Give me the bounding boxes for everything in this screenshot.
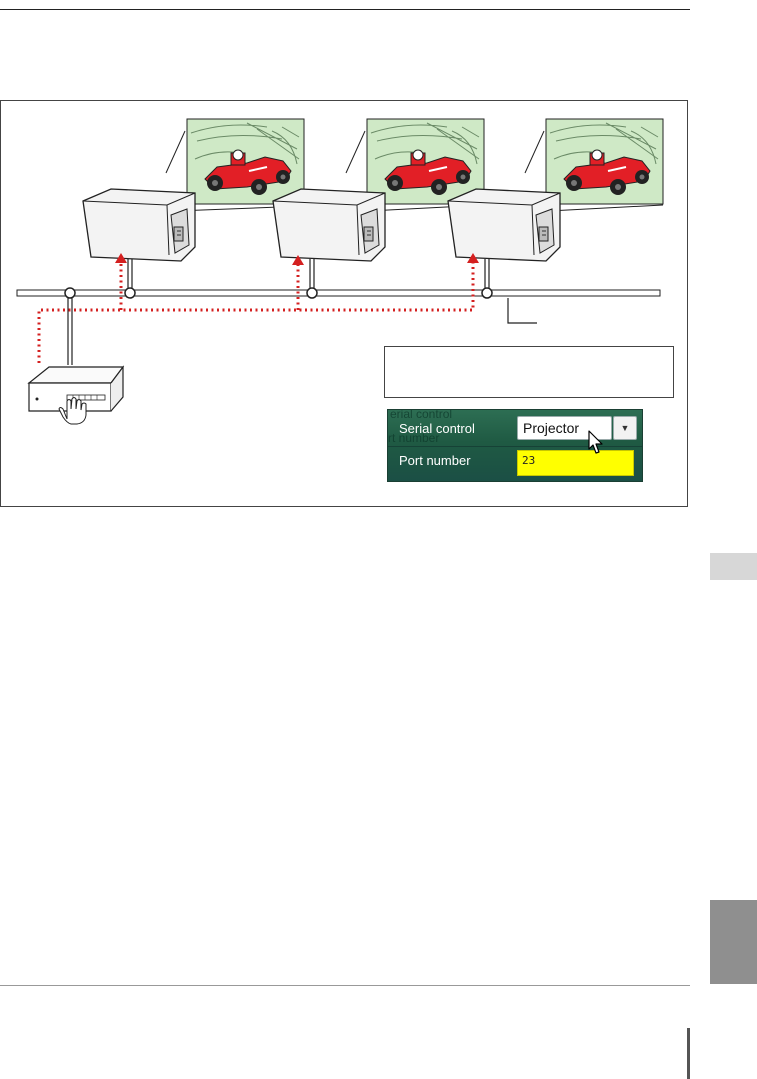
network-hub-icon	[27, 365, 125, 412]
projector-icon	[447, 188, 561, 262]
serial-control-label: Serial control	[399, 421, 475, 436]
serial-control-dropdown-button[interactable]: ▼	[613, 416, 637, 440]
screen-image-icon	[186, 118, 305, 205]
footer-rule	[0, 985, 690, 986]
serial-control-settings-panel: erial control rt number Serial control P…	[387, 409, 643, 482]
serial-control-select[interactable]: Projector	[517, 416, 612, 440]
pointing-hand-icon	[58, 397, 87, 425]
background-label: erial control	[390, 409, 453, 421]
serial-control-value: Projector	[523, 420, 580, 436]
chevron-down-icon: ▼	[620, 423, 630, 433]
port-number-value: 23	[522, 454, 536, 467]
port-number-label: Port number	[399, 453, 471, 468]
screen-image-icon	[545, 118, 664, 205]
page-number-bar	[687, 1028, 690, 1079]
projector-icon	[82, 188, 196, 262]
note-box	[384, 346, 674, 398]
chapter-tab	[710, 553, 757, 580]
header-rule	[0, 9, 690, 10]
signal-path	[37, 261, 475, 363]
section-tab	[710, 900, 757, 984]
row-divider	[388, 446, 642, 447]
background-label: rt number	[388, 431, 440, 445]
network-bus	[16, 289, 661, 297]
projector-icon	[272, 188, 386, 262]
network-diagram	[16, 118, 664, 425]
mouse-cursor-icon	[588, 430, 603, 454]
port-number-input[interactable]: 23	[517, 450, 634, 476]
network-diagram-figure: erial control rt number Serial control P…	[0, 100, 688, 507]
screen-image-icon	[366, 118, 485, 205]
